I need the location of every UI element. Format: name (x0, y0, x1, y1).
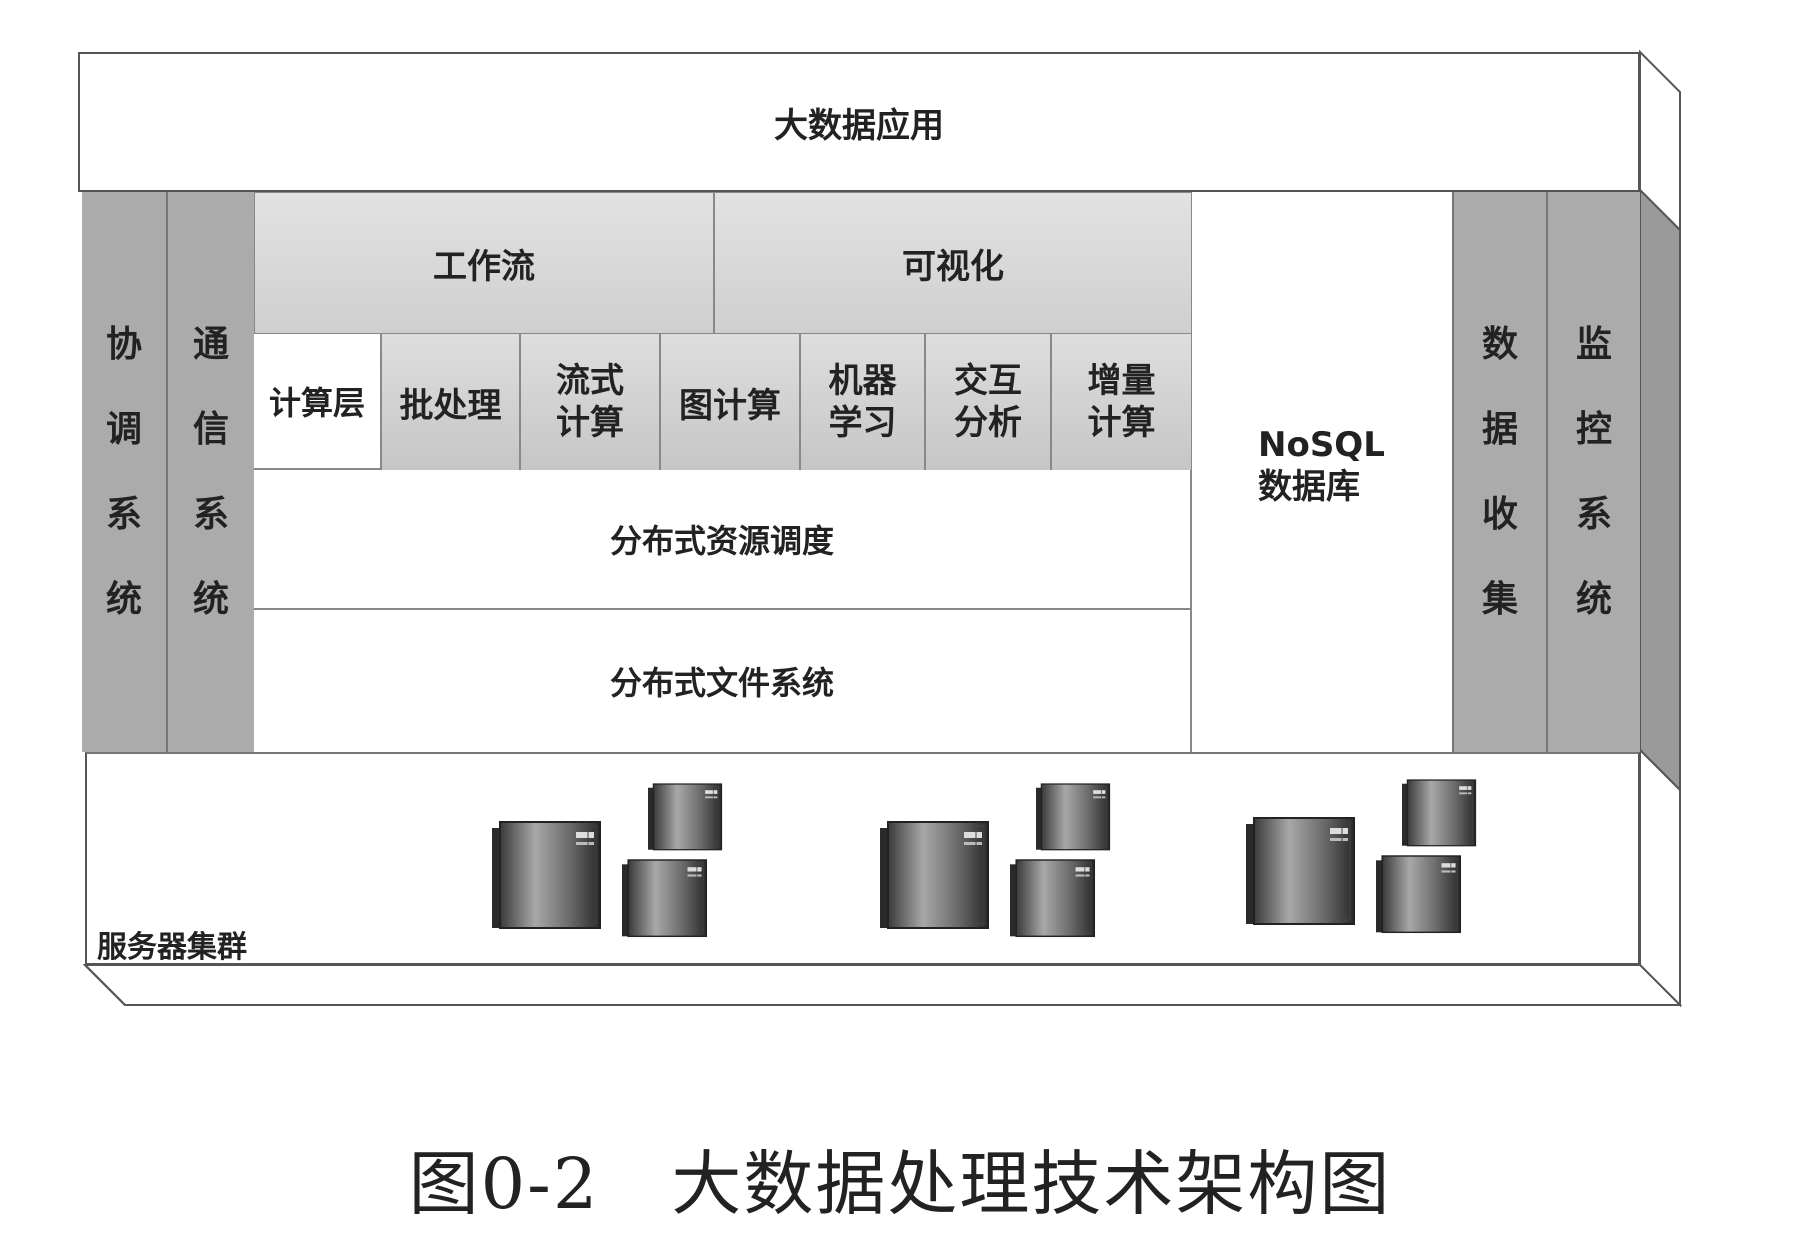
communication-char: 系 (192, 494, 229, 535)
big-data-application-label: 大数据应用 (774, 105, 944, 146)
machine-learning-line1: 机器 (828, 361, 897, 401)
graph-computing-box: 图计算 (659, 334, 799, 470)
coordination-char: 系 (105, 494, 142, 535)
communication-char: 通 (192, 324, 229, 365)
nosql-line1: NoSQL (1258, 425, 1385, 465)
server-icon (1245, 817, 1355, 925)
server-icon (1401, 779, 1477, 847)
server-group-1 (491, 783, 723, 938)
interactive-analysis-box: 交互 分析 (924, 334, 1050, 470)
interactive-analysis-line1: 交互 (954, 361, 1022, 401)
monitoring-system-column: 监 控 系 统 (1548, 192, 1640, 752)
nosql-label: NoSQL 数据库 (1258, 424, 1385, 508)
data-collection-char: 据 (1481, 409, 1518, 450)
coordination-char: 调 (105, 409, 142, 450)
data-collection-char: 数 (1481, 324, 1518, 365)
interactive-analysis-line2: 分析 (954, 403, 1022, 443)
resource-scheduling-layer: 分布式资源调度 (254, 470, 1192, 610)
monitoring-char: 监 (1575, 324, 1612, 365)
server-group-3 (1245, 779, 1477, 934)
server-icon (879, 821, 989, 929)
monitoring-char: 控 (1575, 409, 1612, 450)
stream-computing-line2: 计算 (556, 403, 624, 443)
file-system-layer: 分布式文件系统 (254, 610, 1192, 752)
server-icon (621, 859, 708, 938)
resource-scheduling-label: 分布式资源调度 (609, 522, 834, 560)
nosql-database-box: NoSQL 数据库 (1192, 192, 1452, 752)
workflow-label: 工作流 (433, 246, 535, 287)
file-system-label: 分布式文件系统 (609, 664, 834, 702)
machine-learning-box: 机器 学习 (799, 334, 924, 470)
server-icon (1375, 855, 1462, 934)
monitoring-char: 系 (1575, 494, 1612, 535)
coordination-char: 协 (105, 324, 142, 365)
figure-caption-text: 图0-2 大数据处理技术架构图 (408, 1143, 1392, 1225)
communication-char: 信 (192, 409, 229, 450)
coordination-system-column: 协 调 系 统 (82, 192, 168, 752)
monitoring-char: 统 (1575, 579, 1612, 620)
batch-processing-label: 批处理 (399, 385, 502, 426)
stream-computing-box: 流式 计算 (519, 334, 659, 470)
data-collection-char: 收 (1481, 494, 1518, 535)
server-icon (491, 821, 601, 929)
workflow-box: 工作流 (254, 192, 714, 334)
visualization-label: 可视化 (902, 246, 1004, 287)
graph-computing-label: 图计算 (679, 385, 781, 426)
incremental-computing-line2: 计算 (1087, 403, 1156, 443)
server-icon (647, 783, 723, 851)
compute-layer-label: 计算层 (268, 384, 365, 422)
incremental-computing-box: 增量 计算 (1050, 334, 1192, 470)
visualization-box: 可视化 (714, 192, 1192, 334)
communication-char: 统 (192, 579, 229, 620)
data-collection-column: 数 据 收 集 (1452, 192, 1548, 752)
nosql-line2: 数据库 (1258, 467, 1360, 507)
server-icon (1035, 783, 1111, 851)
coordination-char: 统 (105, 579, 142, 620)
server-cluster-label: 服务器集群 (97, 930, 247, 965)
compute-layer-label-box: 计算层 (254, 334, 380, 470)
stream-computing-line1: 流式 (556, 361, 624, 401)
communication-system-column: 通 信 系 统 (168, 192, 254, 752)
data-collection-char: 集 (1481, 579, 1518, 620)
machine-learning-line2: 学习 (828, 403, 897, 443)
server-icon (1009, 859, 1096, 938)
figure-caption: 图0-2 大数据处理技术架构图 (0, 1128, 1800, 1229)
server-group-2 (879, 783, 1111, 938)
big-data-application-layer: 大数据应用 (78, 52, 1640, 192)
batch-processing-box: 批处理 (380, 334, 519, 470)
incremental-computing-line1: 增量 (1087, 361, 1156, 401)
